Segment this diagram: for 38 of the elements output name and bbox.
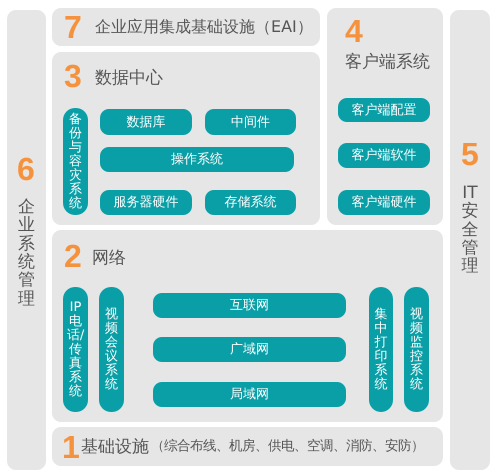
layer-subtitle: （综合布线、机房、供电、空调、消防、安防） [151, 438, 424, 456]
layer-panel [52, 52, 320, 225]
layer-panel [52, 230, 443, 422]
layer-title: 企业应用集成基础设施（EAI） [95, 17, 313, 37]
layer-panel [327, 8, 443, 225]
layer-number: 3 [64, 60, 82, 92]
component-box: 存储系统 [205, 190, 296, 215]
component-box: 客户端软件 [338, 143, 430, 168]
component-box: 服务器硬件 [100, 190, 192, 215]
component-box: 广域网 [153, 337, 346, 362]
side-panel [450, 10, 490, 470]
layer-number: 1 [62, 431, 80, 463]
layer-number: 7 [64, 11, 82, 43]
layer-number: 2 [64, 240, 82, 272]
layer-title: 数据中心 [95, 68, 163, 88]
component-box: 局域网 [153, 382, 346, 407]
component-box: 集中打印系统 [369, 287, 393, 412]
layer-number: 6 [17, 153, 35, 185]
side-panel [7, 10, 46, 470]
layer-number: 5 [461, 138, 479, 170]
component-box: 数据库 [100, 109, 192, 135]
layer-title: 基础设施 [81, 437, 149, 457]
component-box: 客户端配置 [338, 98, 430, 122]
component-box: 操作系统 [100, 147, 294, 172]
layer-title: 企业系统管理 [18, 198, 35, 308]
component-box: 视频会议系统 [99, 287, 124, 412]
component-box: IP电话/传真系统 [63, 287, 88, 412]
component-box: 视频监控系统 [404, 287, 429, 412]
layer-number: 4 [345, 15, 363, 47]
layer-panel [52, 8, 320, 46]
component-box: 客户端硬件 [338, 190, 430, 215]
layer-title: 客户端系统 [345, 52, 430, 72]
layer-panel [52, 427, 443, 466]
component-box: 互联网 [153, 293, 346, 318]
component-box: 中间件 [205, 109, 296, 135]
component-box: 备份与容灾系统 [63, 108, 88, 215]
layer-title: IT安全管理 [462, 184, 478, 276]
layer-title: 网络 [92, 248, 126, 268]
